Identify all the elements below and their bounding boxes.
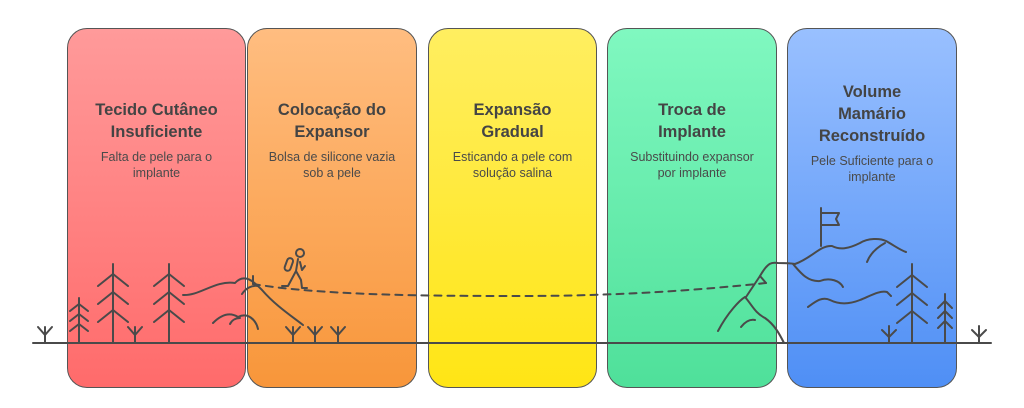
desc-line: implante [132, 166, 181, 180]
desc-line: Esticando a pele com [452, 150, 573, 164]
step-description: Pele Suficiente para o implante [794, 153, 950, 185]
pine-tree-icon [896, 263, 928, 344]
pine-tree-icon [69, 297, 89, 344]
title-line: Expansão [473, 101, 552, 119]
desc-line: Pele Suficiente para o [810, 154, 934, 168]
desc-line: solução salina [472, 166, 553, 180]
summit-flag-icon [820, 207, 840, 247]
step-title: Volume Mamário Reconstruído [794, 81, 950, 147]
desc-line: por implante [657, 166, 727, 180]
title-line: Insuficiente [110, 123, 203, 141]
step-card-4: Troca de Implante Substituindo expansor … [607, 28, 777, 388]
grass-sprout-icon [330, 326, 346, 344]
pine-tree-icon [153, 263, 185, 344]
pine-tree-icon [937, 293, 953, 344]
grass-sprout-icon [881, 325, 897, 344]
title-line: Volume [842, 83, 902, 101]
desc-line: Falta de pele para o [100, 150, 213, 164]
desc-line: Bolsa de silicone vazia [268, 150, 396, 164]
step-title: Troca de Implante [614, 99, 770, 143]
desc-line: sob a pele [303, 166, 361, 180]
desc-line: implante [848, 170, 896, 184]
title-line: Colocação do [277, 101, 387, 119]
grass-sprout-icon [307, 326, 323, 344]
title-line: Troca de [658, 101, 726, 119]
desc-line: Substituindo expansor [630, 150, 754, 164]
step-description: Falta de pele para o implante [74, 149, 239, 181]
step-title: Expansão Gradual [435, 99, 590, 143]
mountain-icon [182, 277, 304, 326]
step-card-1: Tecido Cutâneo Insuficiente Falta de pel… [67, 28, 246, 388]
step-card-5: Volume Mamário Reconstruído Pele Suficie… [787, 28, 957, 388]
step-title: Colocação do Expansor [254, 99, 410, 143]
journey-path [252, 282, 767, 297]
grass-sprout-icon [285, 326, 301, 344]
pine-tree-icon [97, 263, 129, 344]
step-description: Bolsa de silicone vazia sob a pele [254, 149, 410, 181]
mountain-icon [717, 296, 785, 344]
title-line: Mamário [838, 105, 906, 123]
step-description: Substituindo expansor por implante [614, 149, 770, 181]
grass-sprout-icon [37, 326, 53, 344]
grass-sprout-icon [971, 325, 987, 344]
title-line: Reconstruído [818, 127, 926, 145]
step-card-3: Expansão Gradual Esticando a pele com so… [428, 28, 597, 388]
title-line: Expansor [294, 123, 370, 141]
title-line: Implante [658, 123, 726, 141]
step-title: Tecido Cutâneo Insuficiente [74, 99, 239, 143]
step-description: Esticando a pele com solução salina [435, 149, 590, 181]
hiker-icon [281, 248, 308, 289]
title-line: Gradual [481, 123, 544, 141]
grass-sprout-icon [127, 326, 143, 344]
title-line: Tecido Cutâneo [95, 101, 218, 119]
